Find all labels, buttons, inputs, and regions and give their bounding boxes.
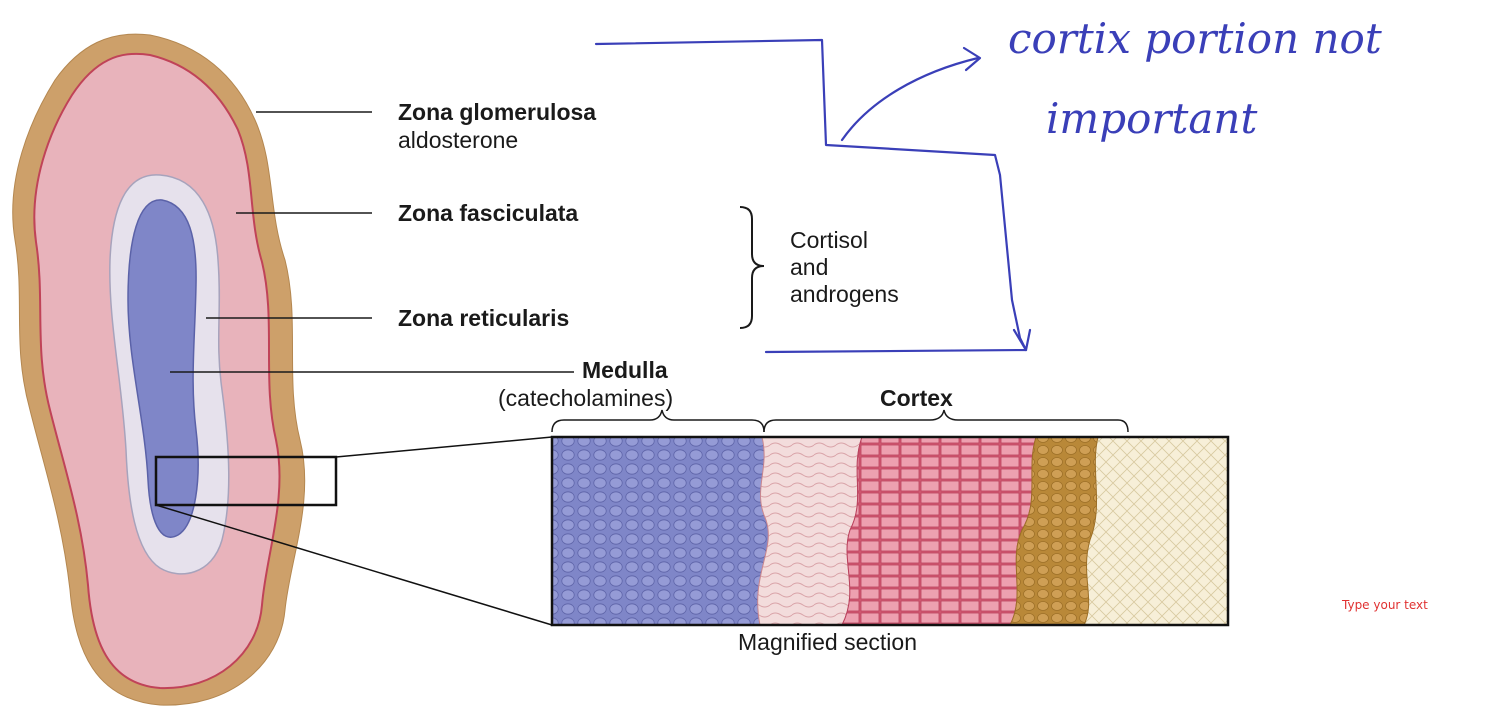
label-magnified-section: Magnified section — [738, 630, 917, 654]
label-aldosterone: aldosterone — [398, 128, 518, 152]
label-zona-reticularis: Zona reticularis — [398, 306, 569, 330]
label-cortisol: Cortisol — [790, 228, 868, 252]
magnified-fasciculata — [842, 437, 1036, 625]
label-catecholamines: (catecholamines) — [498, 386, 673, 410]
label-androgens: androgens — [790, 282, 899, 306]
handwritten-note-line2: important — [1046, 94, 1257, 143]
magnified-reticularis — [758, 437, 862, 625]
label-zona-fasciculata: Zona fasciculata — [398, 201, 578, 225]
medulla-brace — [552, 410, 764, 432]
magnified-medulla — [552, 437, 768, 625]
label-medulla: Medulla — [582, 358, 668, 382]
handwritten-arrow — [842, 58, 978, 140]
placeholder-text-box[interactable]: Type your text — [1342, 598, 1428, 612]
magnified-section — [552, 437, 1228, 625]
handwritten-note-line1: cortix portion not — [1008, 14, 1382, 63]
cortex-brace — [764, 410, 1128, 432]
zoom-line-top — [336, 437, 552, 457]
label-and: and — [790, 255, 828, 279]
label-zona-glomerulosa: Zona glomerulosa — [398, 100, 596, 124]
cortisol-brace — [740, 207, 764, 328]
label-cortex: Cortex — [880, 386, 953, 410]
